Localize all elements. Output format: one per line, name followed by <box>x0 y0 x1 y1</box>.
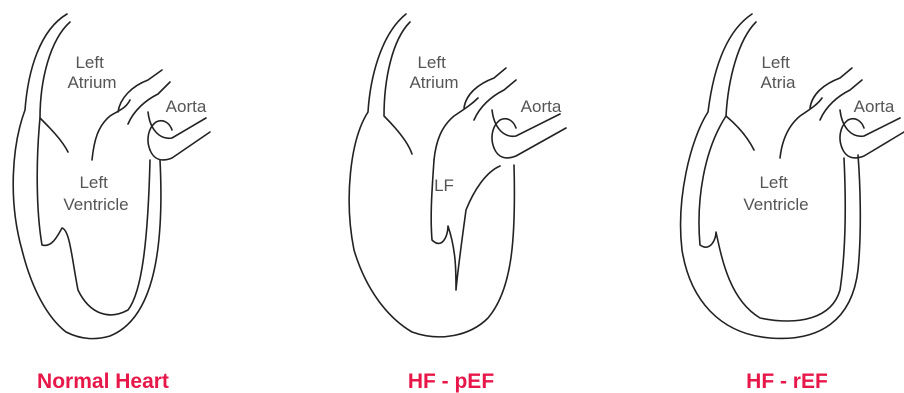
left-ventricle-label: Left Ventricle <box>63 173 128 214</box>
aorta-label: Aorta <box>521 97 562 116</box>
caption-hf-ref: HF - rEF <box>746 370 828 393</box>
left-atria-label: Left Atria <box>761 53 797 92</box>
left-ventricle-label: Left Ventricle <box>743 173 808 214</box>
left-atrium-label: Left Atrium <box>67 53 116 92</box>
left-atrium-label: Left Atrium <box>409 53 458 92</box>
caption-normal-heart: Normal Heart <box>37 370 169 393</box>
panel-normal-heart: Left Atrium Aorta Left Ventricle Normal … <box>13 14 210 393</box>
panel-hf-ref: Left Atria Aorta Left Ventricle HF - rEF <box>681 14 904 393</box>
hf-pef-heart-outline <box>349 14 566 337</box>
caption-hf-pef: HF - pEF <box>408 370 494 393</box>
aorta-label: Aorta <box>166 97 207 116</box>
panel-hf-pef: Left Atrium Aorta LF HF - pEF <box>349 14 566 393</box>
aorta-label: Aorta <box>854 97 895 116</box>
left-ventricle-label: LF <box>434 176 454 195</box>
